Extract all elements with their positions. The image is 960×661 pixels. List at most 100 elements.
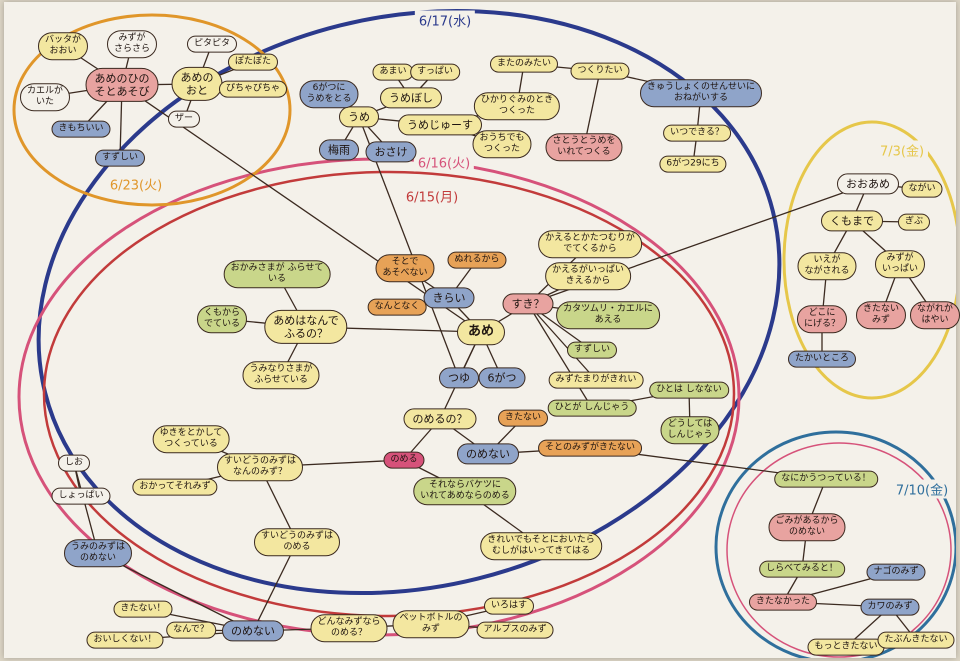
node-pita: ピタピタ [186,35,238,53]
node-oishikunai: おいしくない！ [86,631,164,649]
date-label-jun17: 6/17(水) [414,10,476,30]
node-nagai: ながい [901,180,943,198]
node-kaeru-tokatsu: かえるとかたつむりが でてくるから [538,230,642,258]
node-umeboshi: うめぼし [380,87,442,109]
node-kawa: カワのみず [860,598,920,616]
node-hikari: ひかりぐみのとき つくった [473,92,561,120]
node-suzushii: すずしい [566,341,618,359]
node-shirabete: しらべてみると！ [759,560,845,578]
node-sotono: そとのみずがきたない [538,439,642,457]
node-umejuice: うめじゅーす [398,114,482,136]
node-batta: バッタが おおい [37,32,89,60]
date-label-jun15: 6/15(月) [401,186,463,206]
node-ame: あめ [456,319,506,345]
node-iroha: いろはす [483,597,535,615]
node-ooame: おおあめ [837,173,899,195]
node-kitanai2: きたない！ [113,600,173,618]
ring-jun15 [42,170,736,618]
node-amai: あまい [372,63,414,81]
node-ume: うめ [339,106,379,128]
date-label-jul3: 7/3(金) [875,140,929,160]
node-iega: いえが ながされる [797,252,857,280]
ring-jun23 [12,13,292,207]
node-osake: おさけ [365,141,417,163]
ring-jul3 [782,120,956,400]
node-gomiga: ごみがあるから のめない [768,513,846,541]
node-suki: すき？ [502,293,554,315]
date-label-jun16: 6/16(火) [413,152,475,172]
node-amenohi: あめのひの そとあそび [85,67,159,103]
node-rokugatsu-ume: 6がつに うめをとる [299,80,359,108]
node-mottomo: もっときたない [807,638,885,656]
node-donnamizu: どんなみずなら のめる？ [310,614,388,642]
node-shoppai: しょっぱい [51,487,111,505]
node-suidou-nani: すいどうのみずは なんのみず？ [216,453,304,481]
node-hitoga: ひとが しんじゃう [547,399,637,417]
node-rokugatsu: 6がつ [478,367,526,389]
node-petbottle: ペットボトルの みず [392,610,470,638]
node-kumomoto: くもまで [821,210,883,232]
node-tabun: たぶんきたない [877,631,955,649]
node-kitanakatta: きたなかった [748,593,818,611]
node-kirai: きらい [423,287,475,309]
node-itsu: いつできる？ [663,124,731,142]
node-satou: さとうとうめを いれてつくる [545,133,623,161]
node-hitowa: ひとは しなない [649,381,729,399]
link-suidou_nomeru-nomenai_b [252,541,298,632]
node-katatsumuri: カタツムリ・カエルに あえる [556,301,660,329]
node-mizuga-ippai: みずが いっぱい [874,250,926,278]
link-suki-hitoga [527,303,593,409]
node-okamisama: おかみさまが ふらせて いる [223,260,331,288]
node-uminomizu: うみのみずは のめない [63,539,133,567]
node-nande: なんで？ [166,621,216,639]
node-alps: アルプスのみず [476,621,554,639]
node-ouchi: おうちでも つくった [472,130,532,158]
node-takai: たかいところ [787,350,857,368]
node-dokoni: どこに にげる？ [796,305,848,333]
node-umi-nari: うみなりさまが ふらせている [242,361,320,389]
node-kaeru-ga: カエルが いた [19,83,71,111]
date-label-jul10: 7/10(金) [891,479,953,499]
node-amewa-nande: あめはなんで ふるの？ [264,309,348,345]
node-kitanai: きたない [497,409,549,427]
node-kimochi: きもちいい [51,120,111,138]
node-tsuyu2: 梅雨 [319,139,359,161]
link-uminomizu-shio [73,462,99,554]
ring-jul10-inner [726,442,952,658]
link-nomenai_b-uminomizu [97,552,254,632]
node-omizu: おかってそれみず [132,478,218,496]
node-zaa: ザー [167,110,201,128]
node-nomeru2: のめる [383,451,425,469]
node-yoshi: ナゴのみず [866,563,926,581]
node-ametonooto: あめの おと [171,66,223,102]
node-suidou-nomeru: すいどうのみずは のめる [253,528,341,556]
node-yuki: ゆきをとかして つくっている [152,425,230,453]
node-nanika: なにかうつっている！ [774,470,878,488]
ring-jul10 [714,430,956,658]
node-sorena: それならバケツに いれてあめならのめる [413,477,517,505]
date-label-jun23: 6/23(火) [105,174,167,194]
node-kitanai3: きたない みず [855,301,907,329]
node-suzushii2: すずしい [94,149,146,167]
node-shio: しお [57,454,91,472]
node-nannakaku: なんとなく [367,298,427,316]
mind-map-paper: 6/17(水) 6/16(火) 6/15(月) 6/23(火) 7/3(金) 7… [4,2,960,658]
node-kumokara: くもから でている [196,305,248,333]
node-suppai: すっぱい [410,63,460,81]
link-suki-mizutamari [527,303,597,381]
node-nomeru: のめるの？ [403,408,477,430]
node-tsuyu: つゆ [439,367,479,389]
node-mizutamari: みずたまりがきれい [548,371,644,389]
node-kirei: きれいでもそとにおいたら むしがはいってきてはる [480,532,602,560]
node-gibu: ぎぶ [897,213,931,231]
node-rokugatsu29: 6がつ29にち [659,155,727,173]
node-nazedeteru: そとで あそべない [375,254,435,282]
node-nagareru: ながれが はやい [909,301,960,329]
node-tsukuritai: つくりたい [570,62,630,80]
node-nomenai-b: のめない [222,620,284,642]
node-mizusara: みずが さらさら [106,30,158,58]
node-nurerukara: ぬれるから [447,251,507,269]
node-picha: ぴちゃぴちゃ [218,80,288,98]
node-taenomie: またのみたい [489,55,559,73]
node-kaeru-kaerareru: かえるがいっぱい きえるから [545,262,631,290]
